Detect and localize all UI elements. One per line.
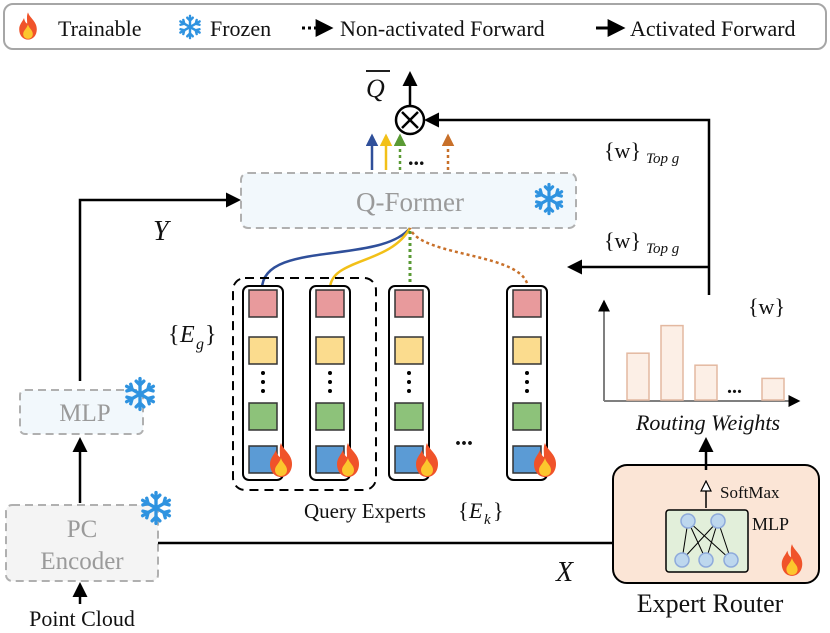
- softmax-label: SoftMax: [720, 483, 780, 502]
- svg-text:k: k: [484, 512, 491, 528]
- qformer-output-arrows: ...: [365, 133, 455, 170]
- svg-text:E: E: [179, 322, 195, 348]
- svg-text:Top g: Top g: [646, 151, 680, 167]
- query-token: [248, 289, 278, 318]
- query-experts: [242, 285, 556, 481]
- pc-encoder-line2: Encoder: [40, 548, 124, 575]
- x-label: X: [555, 557, 574, 588]
- svg-text:{w}: {w}: [604, 228, 641, 253]
- svg-text:Query Experts: Query Experts: [304, 499, 426, 523]
- vertical-ellipsis: [328, 371, 332, 393]
- vertical-ellipsis: [525, 371, 529, 393]
- connection-yellow: [328, 227, 412, 290]
- routing-bars: [626, 324, 785, 401]
- output-q: Q: [366, 70, 390, 103]
- svg-text:{: {: [458, 498, 469, 523]
- expert-router: MLP SoftMax: [612, 437, 820, 584]
- pc-encoder-line1: PC: [67, 516, 98, 543]
- output-ellipsis: ...: [408, 145, 425, 170]
- query-token: [315, 402, 345, 431]
- expert-column: [242, 285, 292, 481]
- vertical-ellipsis: [407, 371, 411, 393]
- svg-text:}: }: [493, 498, 504, 523]
- query-token: [315, 336, 345, 365]
- expert-column: [506, 285, 556, 481]
- query-token: [394, 336, 424, 365]
- qformer-label: Q-Former: [356, 187, 464, 217]
- pc-encoder-block: PC Encoder: [5, 490, 172, 582]
- routing-ellipsis: ...: [727, 376, 742, 398]
- expert-column: [309, 285, 359, 481]
- legend-box: [3, 3, 827, 50]
- point-cloud-label: Point Cloud: [29, 606, 135, 631]
- routing-weight-bar: [761, 377, 785, 401]
- svg-text:}: }: [205, 322, 217, 348]
- svg-text:Top g: Top g: [646, 241, 680, 257]
- query-token: [394, 402, 424, 431]
- svg-text:E: E: [468, 498, 483, 523]
- query-token: [512, 336, 542, 365]
- y-label: Y: [153, 216, 172, 247]
- svg-text:g: g: [196, 336, 204, 353]
- mlp-label: MLP: [59, 400, 110, 427]
- topg-weight-label-top: {w} Top g: [604, 138, 680, 167]
- multiply-icon: [394, 104, 426, 136]
- activated-experts-group: [232, 277, 377, 491]
- query-experts-label: Query Experts { E k }: [304, 498, 504, 528]
- neural-network-icon: [674, 513, 739, 568]
- legend-non-activated: Non-activated Forward: [340, 16, 545, 41]
- qformer-block: Q-Former: [240, 172, 577, 229]
- routing-weights-chart: ... Routing Weights: [598, 299, 801, 435]
- expert-column: [388, 285, 438, 481]
- query-token: [248, 402, 278, 431]
- legend: Trainable Frozen Non-activated Forward A…: [3, 3, 827, 50]
- expert-router-label: Expert Router: [637, 589, 784, 618]
- topg-weights-arrow: [424, 112, 711, 295]
- legend-activated: Activated Forward: [630, 16, 796, 41]
- expert-connections: [260, 227, 530, 290]
- connection-blue: [260, 227, 411, 290]
- query-token: [512, 289, 542, 318]
- w-label: {w}: [748, 294, 785, 319]
- query-token: [315, 289, 345, 318]
- q-label: Q: [366, 74, 385, 103]
- svg-text:{: {: [168, 322, 180, 348]
- connection-orange: [408, 227, 530, 290]
- query-token: [248, 336, 278, 365]
- legend-trainable: Trainable: [58, 16, 142, 41]
- query-token: [512, 402, 542, 431]
- routing-weight-bar: [660, 324, 684, 401]
- router-mlp-label: MLP: [752, 514, 789, 534]
- routing-weights-label: Routing Weights: [635, 410, 780, 435]
- y-arrow: [78, 192, 241, 381]
- eg-label: { E g }: [168, 322, 217, 353]
- experts-ellipsis: ...: [455, 425, 473, 451]
- query-token: [394, 289, 424, 318]
- legend-frozen: Frozen: [210, 16, 271, 41]
- topg-weight-label-mid: {w} Top g: [604, 228, 680, 257]
- routing-weight-bar: [694, 364, 718, 401]
- vertical-ellipsis: [261, 371, 265, 393]
- svg-text:{w}: {w}: [604, 138, 641, 163]
- mlp-frozen-block: MLP: [19, 376, 156, 435]
- routing-weight-bar: [626, 352, 650, 401]
